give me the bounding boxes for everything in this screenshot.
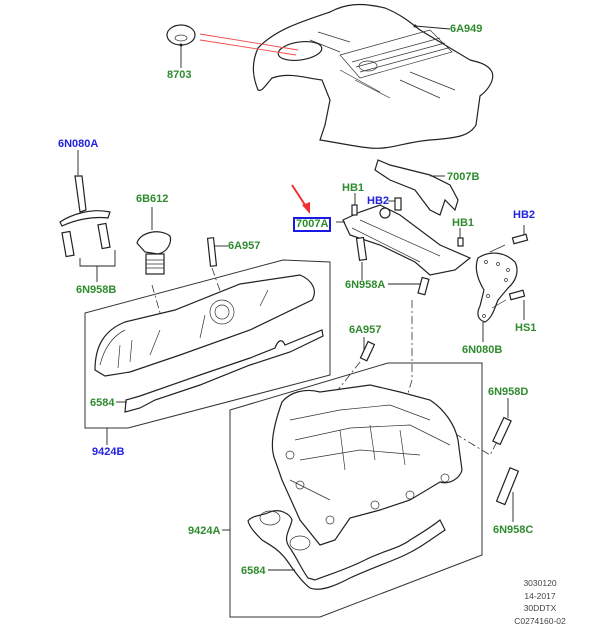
- stud-6a957-top-part: [206, 237, 228, 267]
- assembly-frame-9424b: [84, 259, 331, 429]
- footer-line: 3030120: [523, 578, 557, 588]
- assembly-frame-9424a: [229, 362, 483, 618]
- callout-9424a[interactable]: 9424A: [188, 525, 221, 537]
- pointer-arrow: [291, 184, 310, 214]
- engine-cover-part: [252, 3, 494, 149]
- bracket-6n080b-part: [475, 252, 518, 342]
- callout-hb2-right[interactable]: HB2: [513, 209, 536, 221]
- bolt-hb2-mid: [388, 197, 402, 211]
- callout-6n958a[interactable]: 6N958A: [345, 279, 386, 291]
- bolt-hb1-left: [351, 193, 358, 216]
- callout-7007a-highlighted[interactable]: 7007A: [293, 217, 332, 232]
- callout-6a957-top[interactable]: 6A957: [228, 240, 261, 252]
- callout-9424b[interactable]: 9424B: [92, 446, 125, 458]
- oil-cap-part: [136, 207, 172, 275]
- callout-6n080b[interactable]: 6N080B: [462, 344, 503, 356]
- sensor-6n080a-part: [59, 150, 116, 282]
- bolt-hb2-right: [489, 225, 529, 253]
- footer-line: 30DDTX: [523, 603, 557, 613]
- bolt-hs1: [491, 289, 526, 320]
- footer-line: C0274160-02: [514, 615, 566, 626]
- footer-line: 14-2017: [524, 590, 556, 601]
- tube-6n958c-part: [495, 467, 520, 522]
- callout-6n080a[interactable]: 6N080A: [58, 138, 99, 150]
- gasket-upper-part: [116, 329, 324, 413]
- callout-6b612[interactable]: 6B612: [136, 193, 169, 205]
- heat-shield-7007b-part: [374, 159, 459, 216]
- callout-hs1[interactable]: HS1: [515, 322, 537, 334]
- leader-line: [414, 25, 451, 30]
- callout-6a949[interactable]: 6A949: [450, 23, 483, 35]
- tube-6n958a-part: [355, 236, 430, 296]
- bracket-7007a-part: [336, 204, 472, 276]
- callout-6584-upper[interactable]: 6584: [90, 397, 115, 409]
- valve-cover-upper-part: [94, 274, 315, 377]
- grommet-part: [166, 24, 196, 46]
- callout-6n958c[interactable]: 6N958C: [493, 524, 534, 536]
- callout-6n958b[interactable]: 6N958B: [76, 284, 117, 296]
- callout-6a957-bottom[interactable]: 6A957: [349, 324, 382, 336]
- gasket-lower-part: [247, 510, 446, 590]
- bolt-hb1-right: [457, 228, 464, 247]
- valve-cover-lower-part: [271, 384, 463, 546]
- diagram-footer: 3030120 14-2017 30DDTX C0274160-02: [505, 577, 575, 627]
- callout-6n958d[interactable]: 6N958D: [488, 386, 529, 398]
- callout-hb1-right[interactable]: HB1: [452, 217, 475, 229]
- tube-6n958d-part: [492, 398, 512, 446]
- reference-line: [199, 33, 299, 56]
- callout-8703[interactable]: 8703: [167, 69, 192, 81]
- callout-hb2-mid[interactable]: HB2: [367, 195, 390, 207]
- callout-6584-lower[interactable]: 6584: [241, 565, 266, 577]
- callout-7007b[interactable]: 7007B: [447, 171, 480, 183]
- stud-6a957-bottom-part: [359, 337, 376, 362]
- callout-hb1-left[interactable]: HB1: [342, 182, 365, 194]
